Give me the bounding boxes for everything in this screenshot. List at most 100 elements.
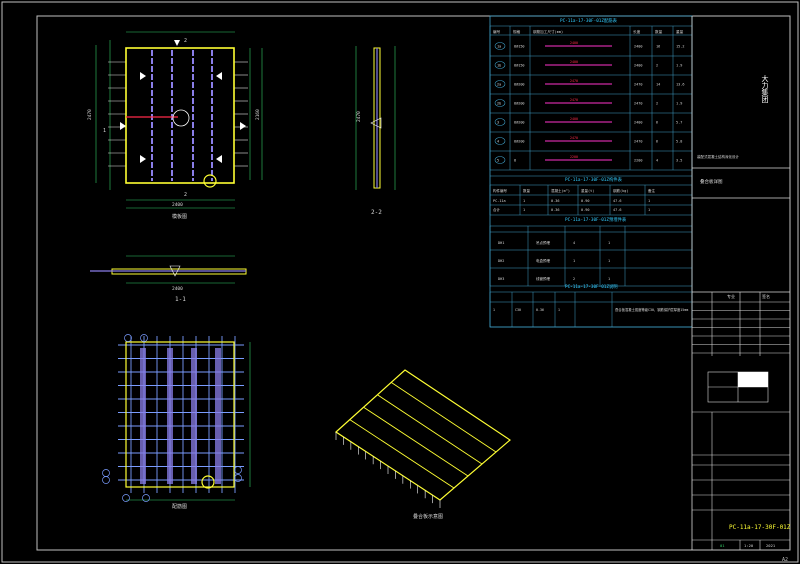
rebar-qty: 16	[656, 45, 660, 49]
table-header-cell: 钢筋加工尺寸(mm)	[533, 29, 563, 34]
rebar-id: 5	[497, 159, 499, 163]
rebar-id: 2b	[497, 102, 501, 106]
plan-corner-embed	[203, 174, 217, 188]
embed-cell: DH2	[498, 259, 504, 263]
embed-cell: 1	[573, 259, 575, 263]
rebar-weight: 3.5	[676, 159, 682, 163]
reinforcement-truss-bars	[140, 348, 221, 484]
rebar-qty: 4	[656, 159, 658, 163]
rebar-id: 1a	[497, 45, 501, 49]
rebar-shape-length: 2470	[570, 98, 578, 102]
rebar-shape-length: 2400	[570, 60, 578, 64]
plan-view: 2 2 1 2400 2470 2160 模板图	[87, 31, 263, 220]
truss-bar	[140, 348, 146, 484]
rebar-shape-length: 2470	[570, 136, 578, 140]
summary-table-title: PC-11a-17-30F-01Z构件表	[565, 176, 623, 183]
embed-cell: 4	[573, 241, 575, 245]
inner-frame	[36, 15, 791, 551]
rebar-spec: 8@200	[514, 121, 525, 125]
section-1-1-dim: 2400	[172, 286, 183, 292]
plan-dim-left: 2470	[87, 109, 93, 120]
rebar-shape-length: 2400	[570, 41, 578, 45]
summary-header: 备注	[648, 188, 656, 193]
notes-cell: 1	[558, 308, 560, 312]
drawing-date: 2021	[766, 543, 776, 548]
rebar-qty: 6	[656, 140, 658, 144]
rebar-shape-length: 2200	[570, 155, 578, 159]
summary-cell: 1	[648, 199, 650, 203]
summary-header: 重量(t)	[581, 188, 594, 193]
drawing-scale: 1:20	[744, 543, 754, 548]
plan-marker-top: 2	[184, 38, 187, 44]
summary-cell: 1	[523, 208, 525, 212]
title-block: 大力集团 装配式混凝土结构深化设计 叠合板详图 专业 签名 PC-11a-17-…	[691, 16, 791, 550]
summary-cell: 0.36	[551, 199, 559, 203]
rebar-length: 2470	[634, 102, 642, 106]
embed-cell: DH3	[498, 277, 504, 281]
embed-cell: 2	[573, 277, 575, 281]
embed-cell: 1	[608, 241, 610, 245]
rebar-qty: 6	[656, 121, 658, 125]
summary-cell: PC-11a	[493, 199, 506, 203]
notes-cell: 1	[493, 308, 495, 312]
rebar-weight: 13.6	[676, 83, 684, 87]
rebar-id: 4	[497, 140, 499, 144]
plan-truss-bars	[151, 50, 213, 181]
plan-lifting-points	[120, 40, 246, 163]
iso-truss	[377, 394, 483, 465]
iso-rebar-stubs	[335, 432, 441, 508]
rebar-length: 2470	[634, 140, 642, 144]
table-header-cell: 数量	[655, 29, 663, 34]
plan-view-label: 模板图	[172, 213, 187, 220]
rebar-qty: 2	[656, 64, 658, 68]
drawing-name: 叠合板详图	[700, 178, 723, 185]
iso-truss	[349, 419, 455, 489]
rebar-length: 2400	[634, 64, 642, 68]
rebar-weight: 5.8	[676, 140, 682, 144]
embed-table-title: PC-11a-17-30F-01Z预埋件表	[565, 216, 627, 223]
plan-rebar-stubs	[108, 61, 248, 167]
truss-bar	[191, 348, 197, 484]
section-2-2-label: 2-2	[371, 209, 382, 216]
rebar-shape-length: 2400	[570, 117, 578, 121]
drawing-number: PC-11a-17-30F-01Z	[729, 524, 791, 531]
rebar-qty: 14	[656, 83, 660, 87]
rebar-shape-length: 2470	[570, 79, 578, 83]
iso-truss-lines	[349, 382, 497, 489]
reinforcement-callouts	[102, 334, 242, 502]
rebar-spec: 8@200	[514, 102, 525, 106]
plan-marker-left: 1	[103, 128, 106, 134]
notes-cell: 0.36	[536, 308, 544, 312]
section-2-2: 2470 2-2	[355, 46, 396, 216]
table-header-cell: 长度	[633, 29, 641, 34]
plan-panel-outline	[125, 47, 235, 184]
iso-truss	[390, 382, 497, 453]
project-note: 装配式混凝土结构深化设计	[697, 154, 739, 159]
rebar-qty: 2	[656, 102, 658, 106]
embed-cell: 1	[608, 259, 610, 263]
rebar-spec: 8@150	[514, 64, 525, 68]
summary-cell: 合计	[493, 207, 501, 212]
rebar-length: 2470	[634, 83, 642, 87]
notes-cell: 叠合板混凝土强度等级C30，钢筋保护层厚度15mm	[615, 307, 688, 312]
rebar-spec: 8@150	[514, 45, 525, 49]
rebar-spec: 8@200	[514, 140, 525, 144]
table-header-cell: 编号	[493, 29, 501, 34]
reinforcement-grid	[118, 336, 244, 493]
iso-truss	[363, 406, 469, 477]
rebar-length: 2400	[634, 121, 642, 125]
reinforcement-panel-outline	[125, 341, 235, 488]
rebar-table: PC-11a-17-30F-01Z配筋表 编号规格钢筋加工尺寸(mm)长度数量重…	[489, 15, 693, 328]
summary-cell: 47.6	[613, 208, 621, 212]
summary-cell: 1	[523, 199, 525, 203]
summary-cell: 0.90	[581, 199, 589, 203]
notes-cell: C30	[515, 308, 521, 312]
iso-slab-outline	[335, 369, 511, 501]
summary-header: 构件编号	[493, 188, 507, 193]
summary-header: 钢筋(kg)	[613, 188, 628, 193]
plan-dim-bottom: 2400	[172, 202, 183, 208]
table-header-cell: 重量	[676, 29, 684, 34]
notes-table-title: PC-11a-17-30F-01Z说明	[565, 283, 618, 290]
embed-cell: DH1	[498, 241, 504, 245]
